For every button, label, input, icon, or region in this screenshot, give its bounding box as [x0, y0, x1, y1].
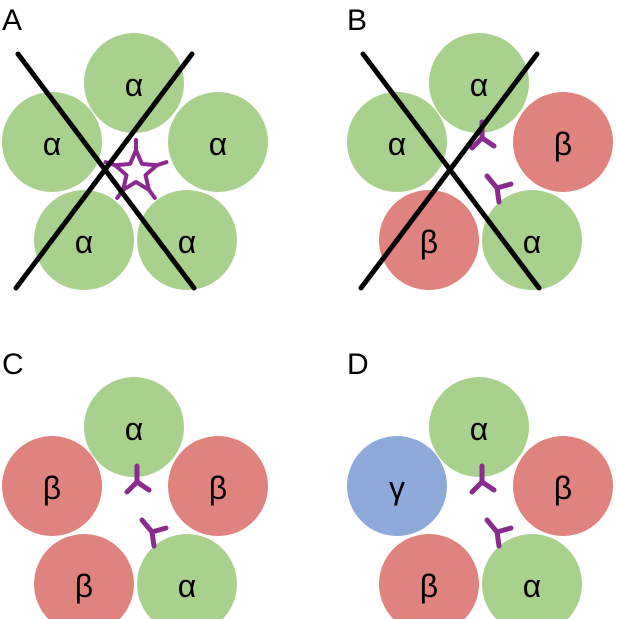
subunit-circle [513, 436, 613, 536]
panel-label: C [2, 348, 24, 381]
subunit-label: β [420, 224, 438, 260]
subunit-label: α [470, 67, 489, 103]
subunit-circle [84, 33, 184, 133]
subunit-alpha: α [482, 190, 582, 290]
subunit-circle [137, 190, 237, 290]
binding-site-mark [484, 173, 514, 205]
subunit-circle [429, 377, 529, 477]
subunit-circle [168, 436, 268, 536]
subunit-circle [482, 534, 582, 619]
panel-d: Dα β α β γ [347, 348, 613, 619]
subunit-circle [168, 92, 268, 192]
binding-site-star [113, 148, 159, 192]
subunit-label: α [43, 126, 62, 162]
subunit-label: α [388, 126, 407, 162]
subunit-label: α [523, 224, 542, 260]
subunit-label: β [209, 470, 227, 506]
subunit-alpha: α [347, 92, 447, 192]
subunit-circle [347, 92, 447, 192]
subunit-beta: β [379, 534, 479, 619]
binding-site-mark [124, 463, 152, 495]
subunit-circle [379, 534, 479, 619]
panel-a: Aα α α α α [2, 4, 268, 291]
subunit-alpha: α [84, 377, 184, 477]
cross-line [358, 51, 540, 291]
subunit-alpha: α [429, 377, 529, 477]
binding-site-mark [139, 517, 169, 549]
subunit-alpha: α [137, 534, 237, 619]
panel-c: Cα β α β β [2, 348, 268, 619]
subunit-label: γ [389, 470, 405, 506]
subunit-label: α [178, 568, 197, 604]
binding-site-y [484, 517, 514, 549]
panel-label: B [347, 4, 367, 37]
subunit-label: β [420, 568, 438, 604]
subunit-label: β [554, 126, 572, 162]
subunit-circle [2, 436, 102, 536]
subunit-beta: β [168, 436, 268, 536]
panel-b: Bα β α β α [347, 4, 613, 291]
subunit-label: β [75, 568, 93, 604]
subunit-beta: β [513, 436, 613, 536]
subunit-label: α [209, 126, 228, 162]
binding-site-mark [484, 517, 514, 549]
cross-out [358, 51, 542, 291]
subunit-circle [379, 190, 479, 290]
subunit-circle [34, 534, 134, 619]
subunit-alpha: α [168, 92, 268, 192]
subunit-label: α [523, 568, 542, 604]
subunit-alpha: α [482, 534, 582, 619]
subunit-label: β [554, 470, 572, 506]
subunit-alpha: α [137, 190, 237, 290]
panel-label: A [2, 4, 22, 37]
subunit-alpha: α [429, 33, 529, 133]
subunit-label: β [43, 470, 61, 506]
subunit-circle [2, 92, 102, 192]
binding-site-y [469, 463, 497, 495]
cross-line [13, 51, 195, 291]
binding-site-spoke [154, 160, 169, 168]
subunit-circle [84, 377, 184, 477]
subunit-alpha: α [84, 33, 184, 133]
subunit-label: α [75, 224, 94, 260]
binding-site-y [484, 173, 514, 205]
binding-site-y [139, 517, 169, 549]
subunit-alpha: α [2, 92, 102, 192]
subunit-gamma: γ [347, 436, 447, 536]
subunit-beta: β [34, 534, 134, 619]
cross-out [13, 51, 197, 291]
subunit-circle [429, 33, 529, 133]
binding-site-y [124, 463, 152, 495]
binding-site-mark [469, 463, 497, 495]
panel-label: D [347, 348, 369, 381]
subunit-label: α [470, 411, 489, 447]
subunit-circle [347, 436, 447, 536]
subunit-beta: β [2, 436, 102, 536]
subunit-beta: β [513, 92, 613, 192]
subunit-label: α [125, 67, 144, 103]
subunit-label: α [125, 411, 144, 447]
subunit-circle [513, 92, 613, 192]
subunit-alpha: α [34, 190, 134, 290]
subunit-circle [137, 534, 237, 619]
subunit-circle [482, 190, 582, 290]
subunit-circle [34, 190, 134, 290]
subunit-label: α [178, 224, 197, 260]
subunit-beta: β [379, 190, 479, 290]
binding-site-spoke [146, 187, 157, 200]
